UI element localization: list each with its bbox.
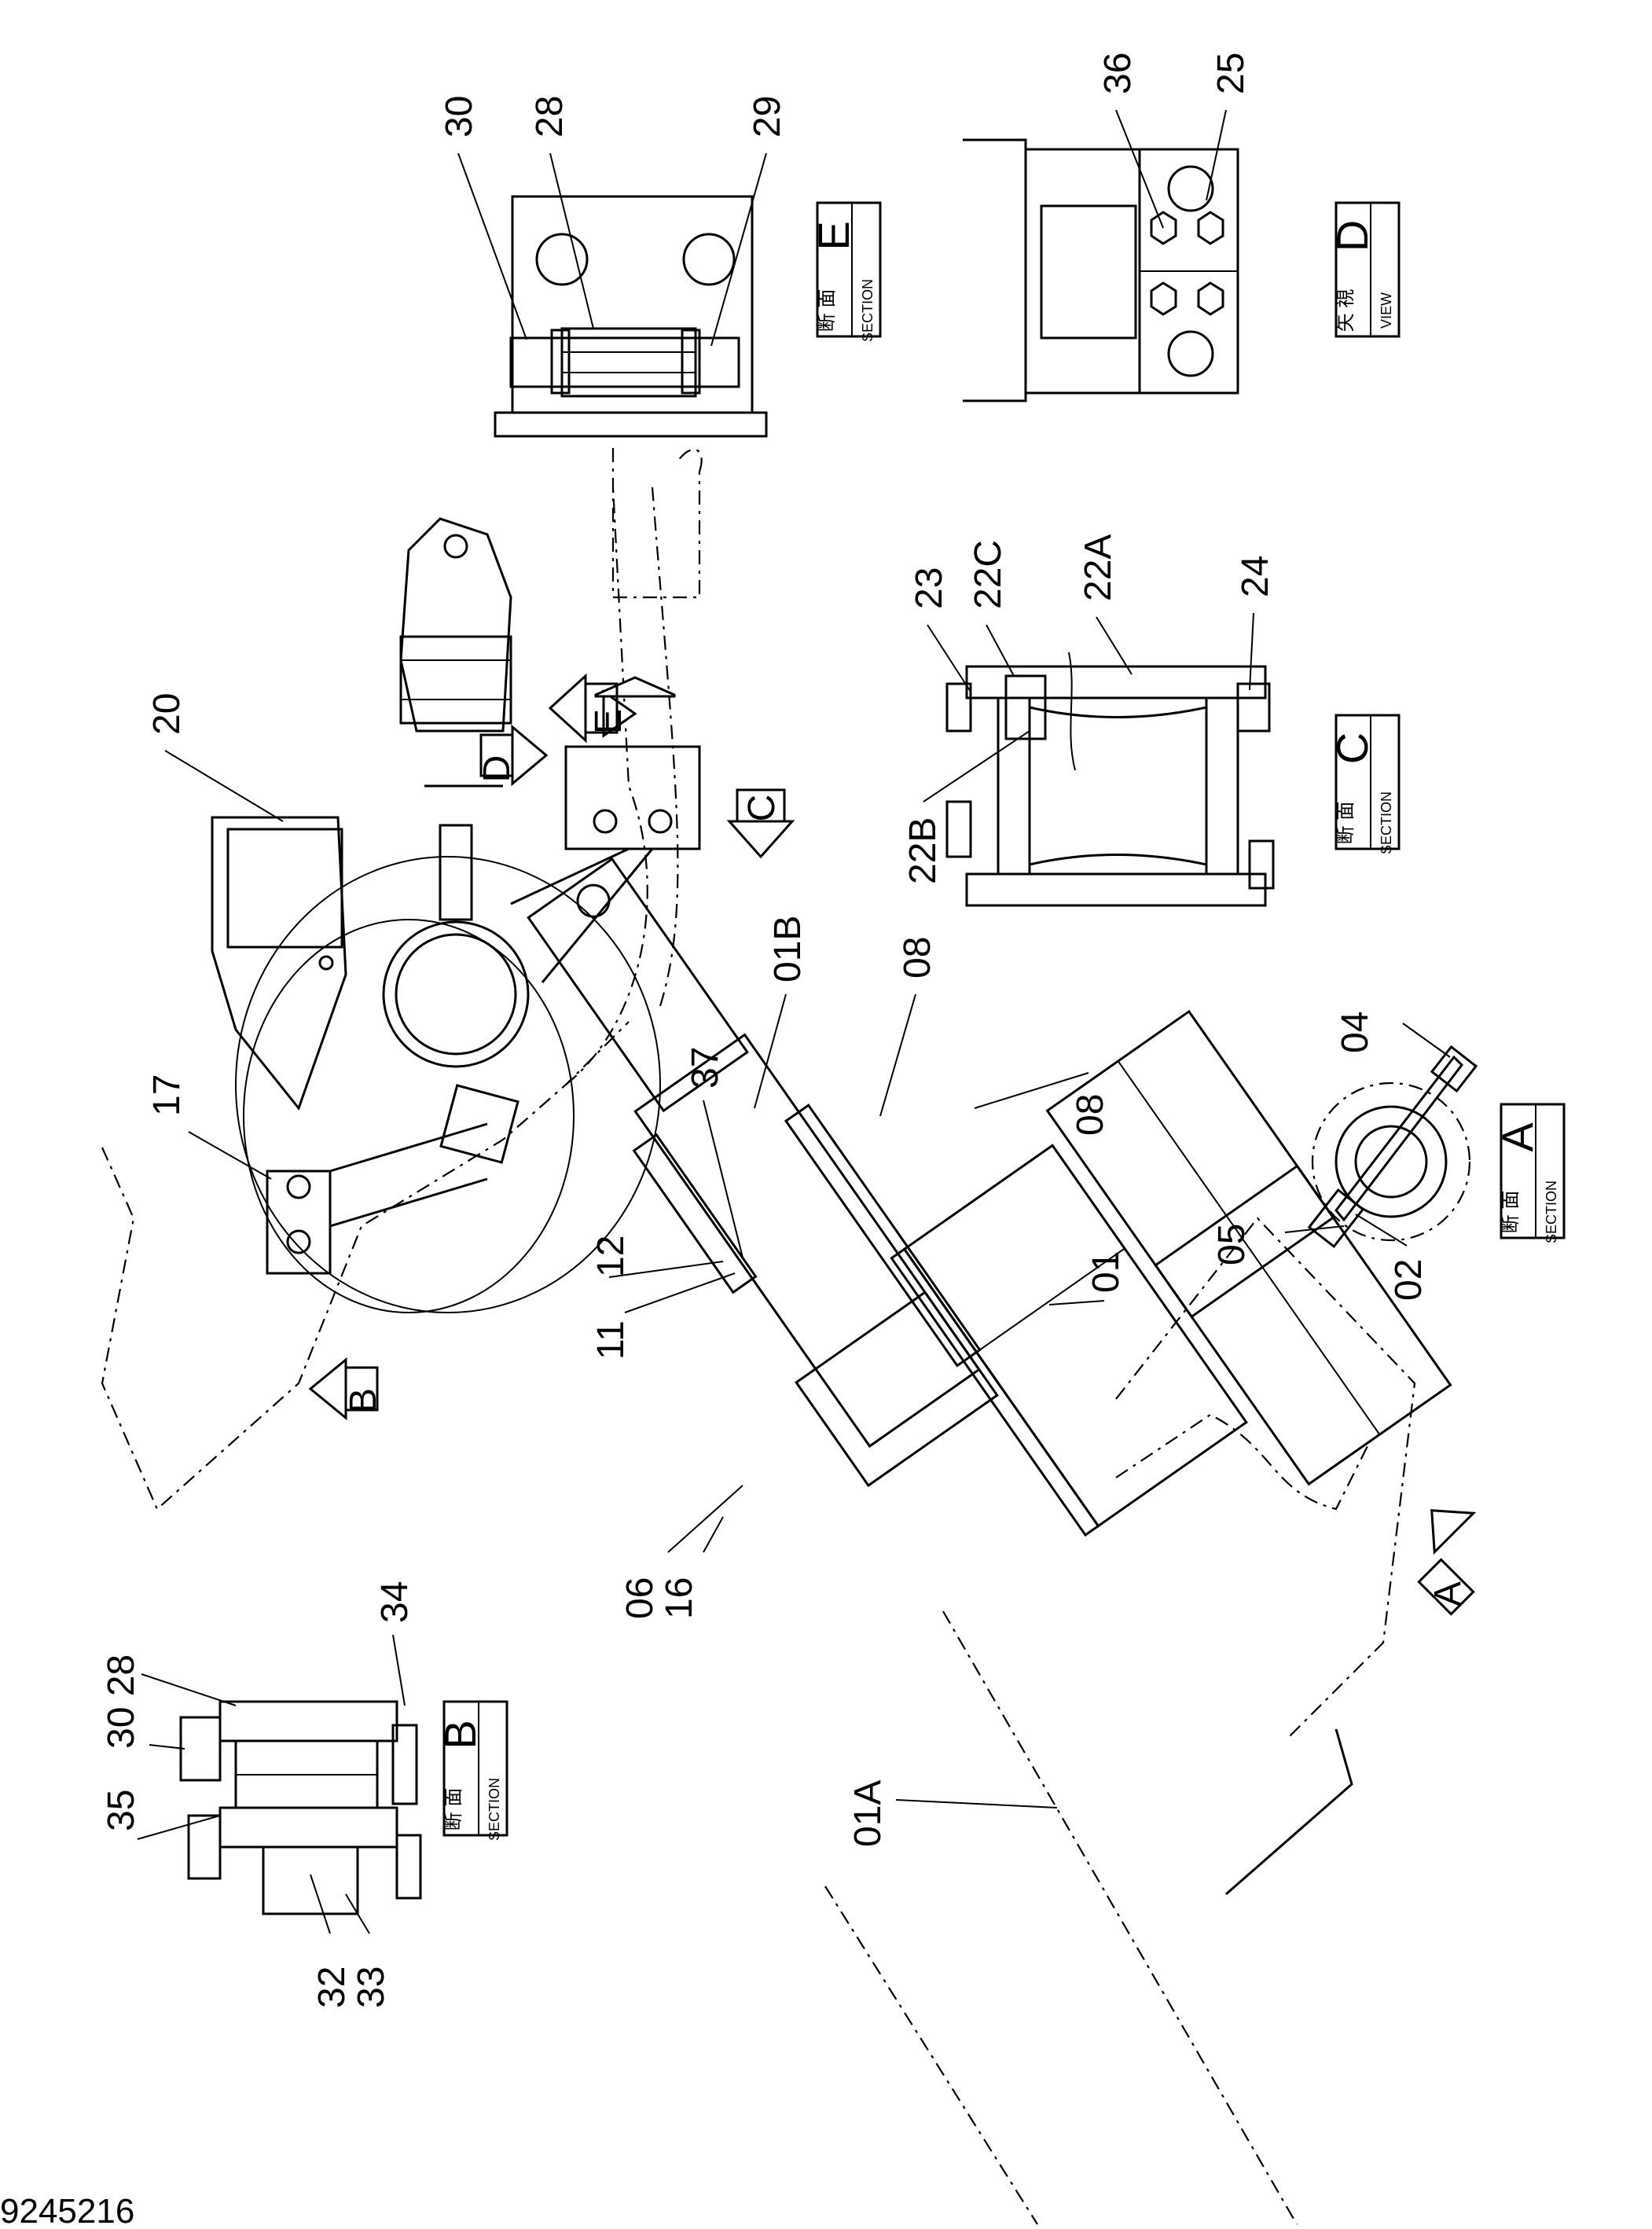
- part-label-11: 11: [590, 1320, 632, 1360]
- part-label-08-upper: 08: [897, 937, 938, 979]
- center-assembly: [527, 857, 1452, 2225]
- marker-a-letter: A: [1427, 1581, 1469, 1607]
- section-e-en: SECTION: [860, 279, 876, 342]
- part-label-02: 02: [1388, 1259, 1430, 1301]
- part-label-32: 32: [311, 1966, 353, 2008]
- section-c-box: C 断 面 SECTION: [1327, 714, 1401, 854]
- part-label-01: 01: [1085, 1251, 1127, 1293]
- section-c-view: [945, 652, 1275, 907]
- part-label-28-e: 28: [529, 96, 571, 138]
- marker-e-letter: E: [588, 709, 630, 734]
- view-d: [963, 138, 1239, 402]
- section-c-jp: 断 面: [1335, 802, 1356, 845]
- view-d-box: D 矢 視 VIEW: [1327, 201, 1401, 338]
- part-label-22b: 22B: [902, 817, 944, 884]
- section-e-view: [494, 195, 768, 438]
- part-label-20: 20: [146, 693, 188, 735]
- part-label-24: 24: [1235, 556, 1276, 597]
- part-label-01b: 01B: [767, 916, 809, 982]
- marker-b-letter: B: [343, 1388, 384, 1413]
- part-label-05: 05: [1211, 1224, 1253, 1265]
- view-d-jp: 矢 視: [1335, 289, 1356, 332]
- view-marker-b: B: [308, 1357, 384, 1421]
- document-id: 9245216: [0, 2192, 134, 2229]
- section-b-view: [179, 1700, 422, 1915]
- part-label-37: 37: [685, 1047, 726, 1089]
- part-label-16: 16: [659, 1577, 700, 1619]
- marker-c-letter: C: [741, 795, 783, 822]
- part-label-36: 36: [1097, 53, 1139, 94]
- view-marker-a: A: [1417, 1509, 1477, 1616]
- view-marker-c: C: [726, 788, 795, 859]
- part-labels: 30 28 29 36 25 23 22C 22A 24 22B 20 17 0…: [101, 53, 1430, 2008]
- leader-lines: [137, 109, 1451, 1934]
- view-marker-d: D: [476, 724, 549, 787]
- section-b-box: B 断 面 SECTION: [435, 1700, 508, 1841]
- part-label-30-e: 30: [439, 96, 480, 138]
- section-a-view: [1307, 1045, 1478, 1249]
- marker-d-letter: D: [476, 755, 518, 783]
- section-e-jp: 断 面: [817, 289, 838, 332]
- part-label-35: 35: [101, 1790, 142, 1831]
- part-label-06: 06: [619, 1577, 661, 1619]
- part-label-08-lower: 08: [1070, 1094, 1111, 1136]
- section-a-letter: A: [1492, 1122, 1542, 1152]
- section-b-jp: 断 面: [443, 1788, 464, 1831]
- part-label-17: 17: [146, 1074, 188, 1116]
- section-a-box: A 断 面 SECTION: [1492, 1103, 1566, 1243]
- section-a-en: SECTION: [1544, 1181, 1559, 1243]
- part-label-30-28-b: 30 28: [101, 1654, 142, 1749]
- section-c-en: SECTION: [1379, 791, 1394, 854]
- part-label-22c: 22C: [967, 540, 1009, 609]
- part-label-22a: 22A: [1077, 534, 1119, 601]
- view-marker-e: E: [548, 673, 676, 744]
- view-d-letter: D: [1327, 220, 1377, 252]
- part-label-23: 23: [909, 567, 950, 609]
- section-b-en: SECTION: [486, 1778, 502, 1841]
- section-a-jp: 断 面: [1500, 1191, 1522, 1234]
- part-label-29-e: 29: [747, 96, 788, 138]
- part-label-01a: 01A: [847, 1780, 889, 1847]
- part-label-04: 04: [1334, 1012, 1376, 1053]
- part-label-25: 25: [1210, 53, 1252, 94]
- main-assembly: [101, 448, 703, 1511]
- part-label-33: 33: [351, 1966, 392, 2008]
- part-label-12: 12: [590, 1236, 632, 1277]
- section-e-letter: E: [809, 221, 858, 250]
- section-e-box: E 断 面 SECTION: [809, 201, 882, 342]
- view-d-en: VIEW: [1379, 292, 1394, 329]
- section-c-letter: C: [1327, 733, 1377, 764]
- section-b-letter: B: [435, 1720, 485, 1749]
- part-label-34: 34: [374, 1581, 416, 1623]
